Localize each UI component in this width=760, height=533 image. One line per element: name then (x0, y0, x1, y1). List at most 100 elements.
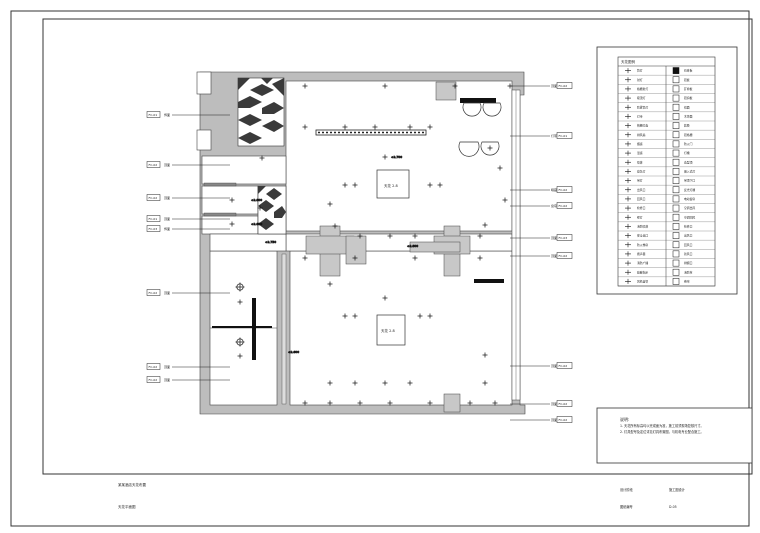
light-fixture-icon (412, 233, 418, 239)
callout-text: 顶面 (551, 84, 557, 88)
callout-tag: FC-02 (559, 188, 568, 192)
legend-item: 吸顶灯 (625, 95, 646, 101)
legend-item: 卷帘 (672, 278, 690, 285)
title-block: 某某酒店天花布置 天花平面图 设计阶段 施工图设计 图纸编号 D-05 (118, 482, 686, 509)
elevation-mark: +2.750 (265, 240, 276, 244)
legend-item: 风机盘管 (625, 278, 648, 284)
legend-item: 出风口 (672, 232, 693, 239)
legend-item: 格栅灯盘 (625, 123, 648, 129)
callout-tag: FC-02 (149, 291, 158, 295)
light-fixture-icon (382, 380, 388, 386)
callout-tag: FC-02 (149, 163, 158, 167)
legend-item: 壁灯 (625, 214, 643, 220)
light-fixture-icon (237, 299, 243, 305)
legend-item: 检修口 (672, 223, 693, 230)
callout-tag: FC-03 (559, 236, 568, 240)
wall-bar (252, 298, 256, 360)
legend-item: 吊顶下口 (672, 177, 695, 184)
legend-label: 检修口 (637, 206, 646, 210)
legend-label: 疏散指示 (637, 270, 648, 274)
elevation-mark: +2.800 (251, 198, 262, 202)
legend-label: 格栅射灯 (637, 87, 648, 91)
light-fixture-icon (237, 353, 243, 359)
callout-text: 顶面 (551, 236, 557, 240)
legend-item: 烟感 (625, 141, 643, 147)
legend-panel: 天花图例 筒灯石膏板射灯铝板格栅射灯矿棉板吸顶灯铝扣板防雾筒灯镜面灯带木饰面格栅… (596, 46, 738, 295)
legend-label: 排风扇 (637, 133, 646, 137)
light-fixture-icon (437, 182, 443, 188)
legend-label: 软膜 (684, 124, 690, 128)
callout-tag: FC-01 (149, 217, 158, 221)
legend-label: 消防广播 (637, 261, 648, 265)
legend-label: 射灯 (637, 78, 643, 82)
light-fixture-icon (229, 221, 235, 227)
callout-text: 顶面 (164, 217, 170, 221)
callout-tag: FC-03 (149, 227, 158, 231)
legend-item: 木饰面 (672, 113, 693, 120)
legend-item: 出风口 (625, 187, 646, 193)
legend-label: 木饰面 (684, 114, 693, 118)
legend-item: 镜面 (672, 103, 690, 111)
callout-text: 顶面 (164, 378, 170, 382)
legend-item: 消防栓 (672, 268, 693, 276)
legend-item: 消防广播 (625, 260, 648, 266)
callout-text: 顶面 (551, 254, 557, 258)
legend-item: 嵌入式灯 (672, 168, 695, 175)
room-label-upper: 天花 2.8 (384, 183, 398, 188)
callout-tag: FC-01 (559, 134, 568, 138)
light-fixture-icon (492, 400, 498, 406)
legend-item: 疏散指示 (625, 269, 648, 275)
legend-label: 电动窗帘 (684, 197, 695, 201)
legend-item: 格栅射灯 (625, 86, 648, 92)
legend-label: 温感 (637, 151, 643, 155)
legend-item: 防火门 (672, 140, 693, 148)
legend-item: 空调回风 (672, 213, 695, 221)
legend-label: 回风口 (637, 197, 646, 201)
wall-bar (460, 98, 496, 103)
legend-item: 铝扣板 (672, 94, 693, 102)
callout-tag: FC-02 (559, 254, 568, 258)
light-fixture-icon (327, 400, 333, 406)
light-fixture-icon (352, 255, 358, 261)
legend-label: 灯槽 (684, 151, 690, 155)
legend-label: 出风口 (684, 234, 693, 238)
legend-title: 天花图例 (621, 59, 635, 64)
notes-title: 说明: (620, 416, 629, 422)
title-label-a: 设计阶段 (620, 487, 634, 492)
legend-label: 铝格栅 (684, 133, 693, 137)
light-fixture-icon (357, 400, 363, 406)
light-fixture-icon (482, 380, 488, 386)
light-fixtures: +2.700+2.800+2.600+2.750+2.800+2.600 (229, 83, 513, 406)
legend-label: 出风口 (637, 188, 646, 192)
legend-item: 筒灯 (625, 68, 643, 74)
legend-item: 防火卷帘 (625, 242, 648, 248)
callout-text: 顶面 (551, 364, 557, 368)
legend-item: 排烟口 (672, 259, 693, 267)
light-fixture-icon (477, 255, 483, 261)
light-fixture-icon (352, 380, 358, 386)
legend-label: 筒灯 (637, 69, 643, 73)
legend-item: 扬声器 (625, 251, 646, 257)
legend-item: 铝格栅 (672, 131, 693, 139)
callout-text: 顶面 (164, 196, 170, 200)
light-fixture-icon (357, 233, 363, 239)
legend-label: 排烟口 (684, 261, 693, 265)
light-fixture-icon (327, 281, 333, 287)
elevation-mark: +2.700 (391, 155, 402, 159)
legend-label: 新风口 (684, 252, 693, 256)
wall-notch (196, 129, 212, 151)
callout-tag: FC-02 (559, 364, 568, 368)
title-value-b: D-05 (669, 505, 677, 509)
elevation-mark: +2.800 (407, 244, 418, 248)
legend-label: 吸顶灯 (637, 96, 646, 100)
checker-pattern (237, 77, 287, 235)
